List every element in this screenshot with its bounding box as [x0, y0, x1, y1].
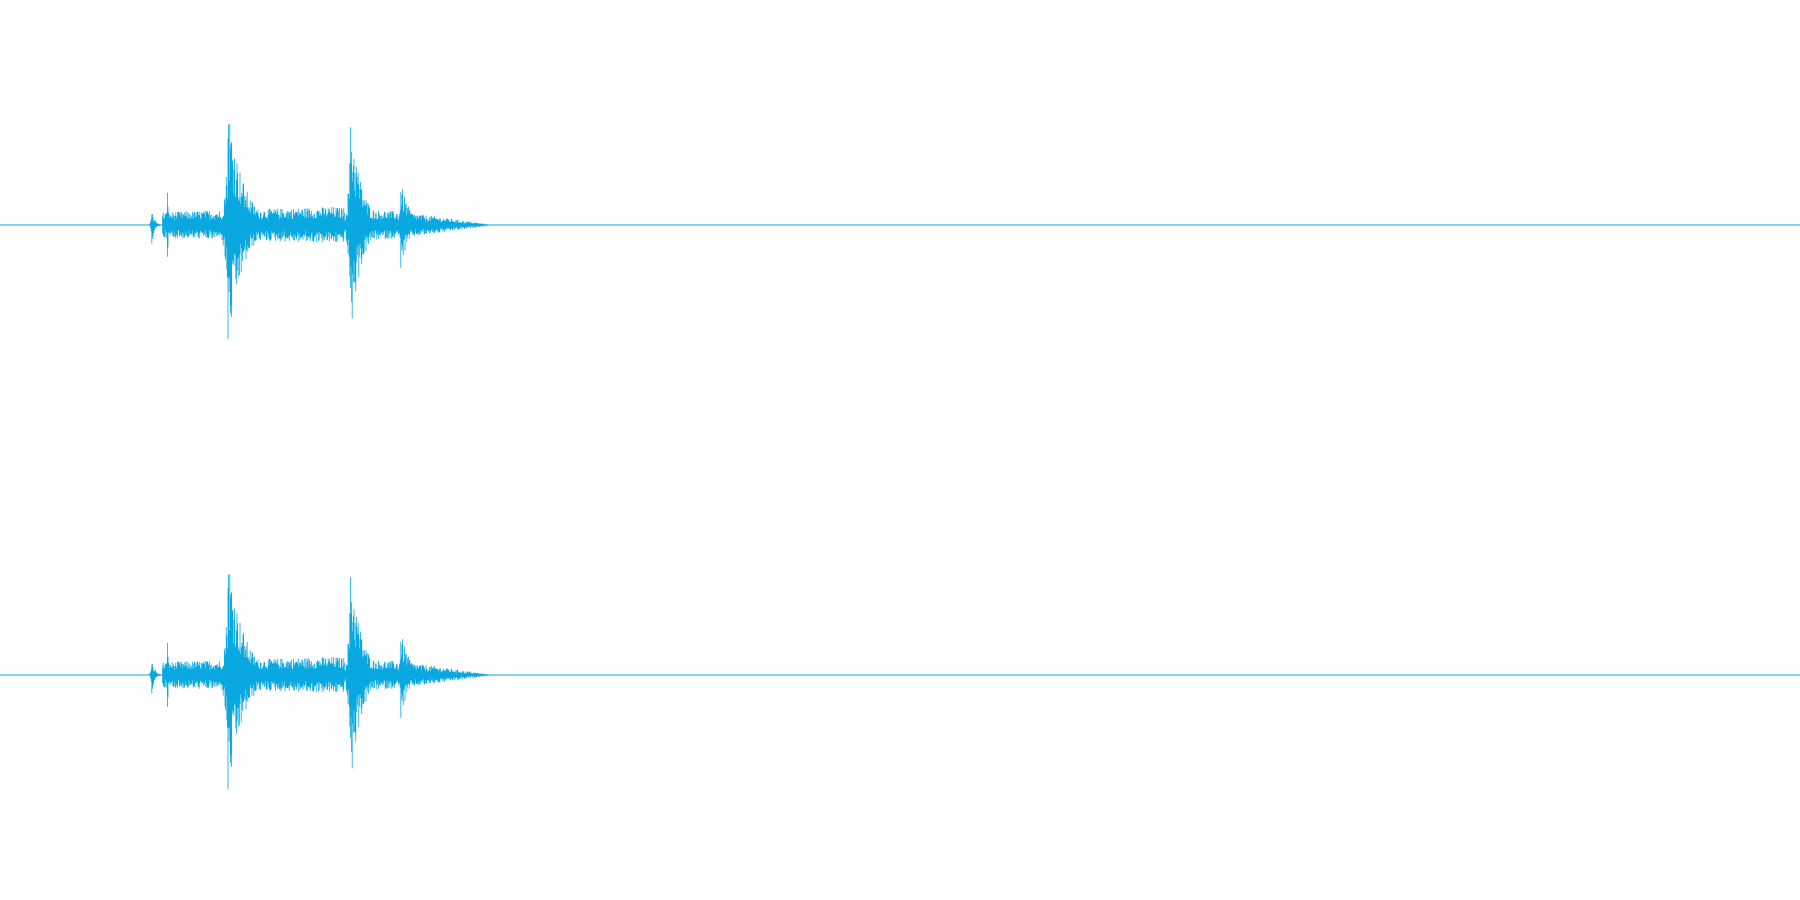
channel-2-waveform — [0, 574, 1800, 790]
channel-1-waveform — [0, 124, 1800, 340]
channel-2-signal — [147, 574, 493, 790]
channel-1-signal — [147, 124, 493, 340]
